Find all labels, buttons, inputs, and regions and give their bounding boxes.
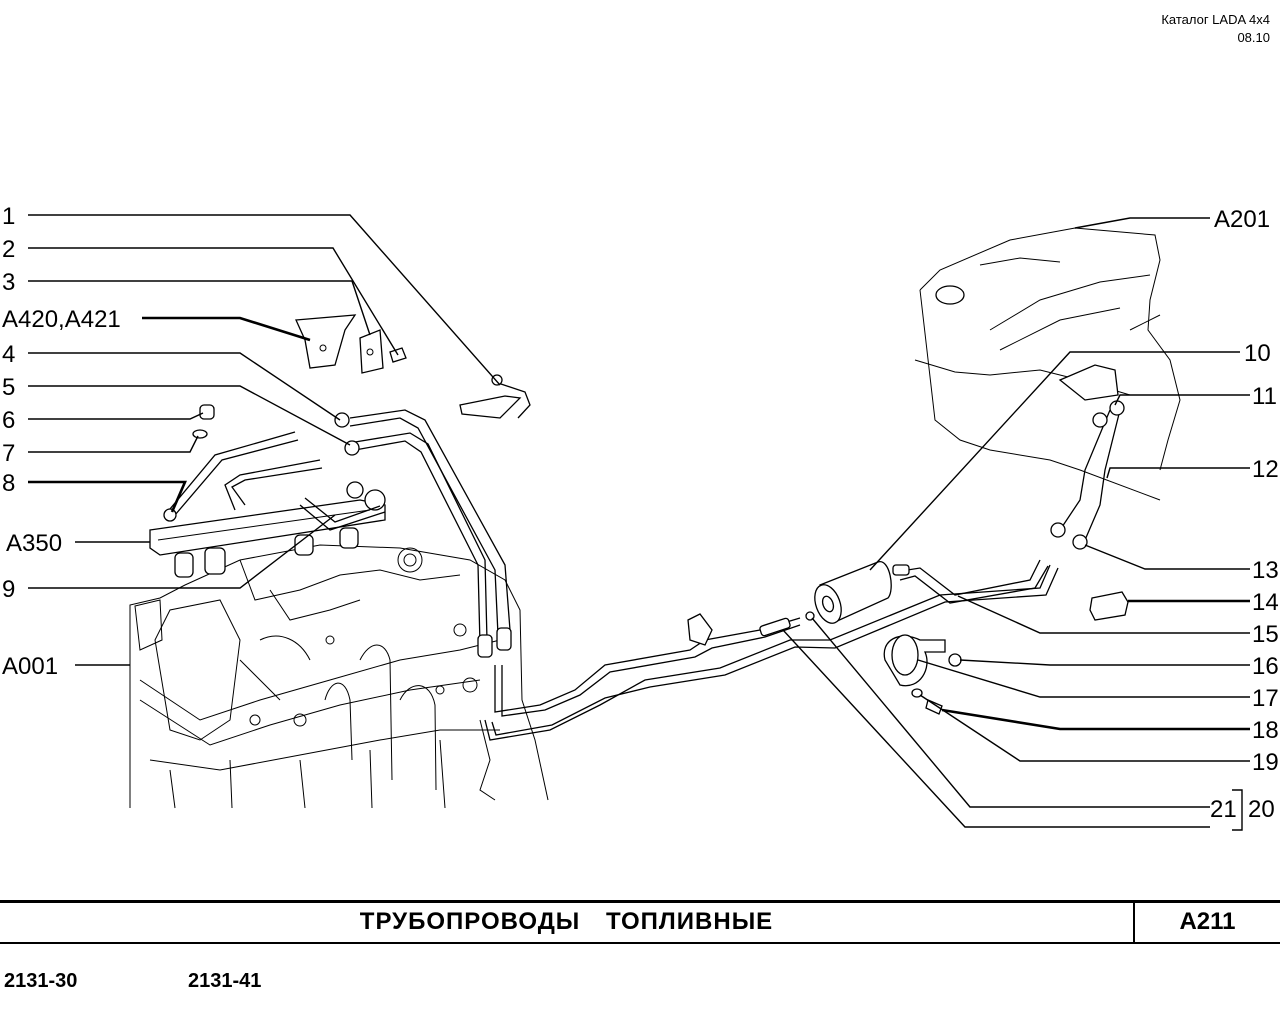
callout-label-2: 2 [2,236,15,263]
section-code: A211 [1179,908,1236,935]
engine-block-drawing [129,544,549,809]
callout-label-16: 16 [1252,653,1279,680]
callout-label-13: 13 [1252,557,1279,584]
footer-top-rule [0,900,1280,903]
callout-label-1: 1 [2,203,15,230]
callout-label-18: 18 [1252,717,1279,744]
model-code-1: 2131-30 [4,970,78,992]
callout-label-20: 20 [1248,796,1275,823]
callout-label-7: 7 [2,440,15,467]
callout-label-9: 9 [2,576,15,603]
model-code-2: 2131-41 [188,970,262,992]
callout-label-5: 5 [2,374,15,401]
footer-bottom-rule [0,942,1280,944]
callout-label-17: 17 [1252,685,1279,712]
chassis-pipes-drawing [484,559,1059,741]
fuel-filter-drawing [814,561,910,624]
callout-label-a350: A350 [6,530,62,557]
callout-label-11: 11 [1252,383,1277,410]
leader-lines-left [28,214,501,666]
footer-divider [1133,900,1135,944]
callout-label-a420-a421: A420,A421 [2,306,121,333]
callout-label-21: 21 [1210,796,1237,823]
clamp-fasteners-drawing [883,591,1129,715]
page-title: ТРУБОПРОВОДЫ ТОПЛИВНЫЕ [359,908,774,935]
fuel-rail-drawing [149,431,386,578]
fuel-lines-diagram: 1 2 3 A420,A421 4 5 6 7 8 A350 9 A001 A2… [2,203,1279,831]
callout-label-a201: A201 [1214,206,1270,233]
callout-label-8: 8 [2,470,15,497]
small-parts-6-7-drawing [192,404,215,439]
callout-label-14: 14 [1252,589,1279,616]
callout-label-6: 6 [2,407,15,434]
callout-label-19: 19 [1252,749,1279,776]
callout-label-a001: A001 [2,653,58,680]
callout-label-4: 4 [2,341,15,368]
fuel-tank-drawing [914,227,1181,550]
callout-label-10: 10 [1244,340,1271,367]
supply-return-pipes-drawing [334,409,512,658]
callout-label-12: 12 [1252,456,1279,483]
bracket-parts-drawing [295,314,531,419]
callout-label-3: 3 [2,269,15,296]
callout-label-15: 15 [1252,621,1279,648]
catalog-header: Каталог LADA 4x4 [1161,12,1270,27]
leader-lines-right [782,217,1250,831]
catalog-date: 08.10 [1237,30,1270,45]
